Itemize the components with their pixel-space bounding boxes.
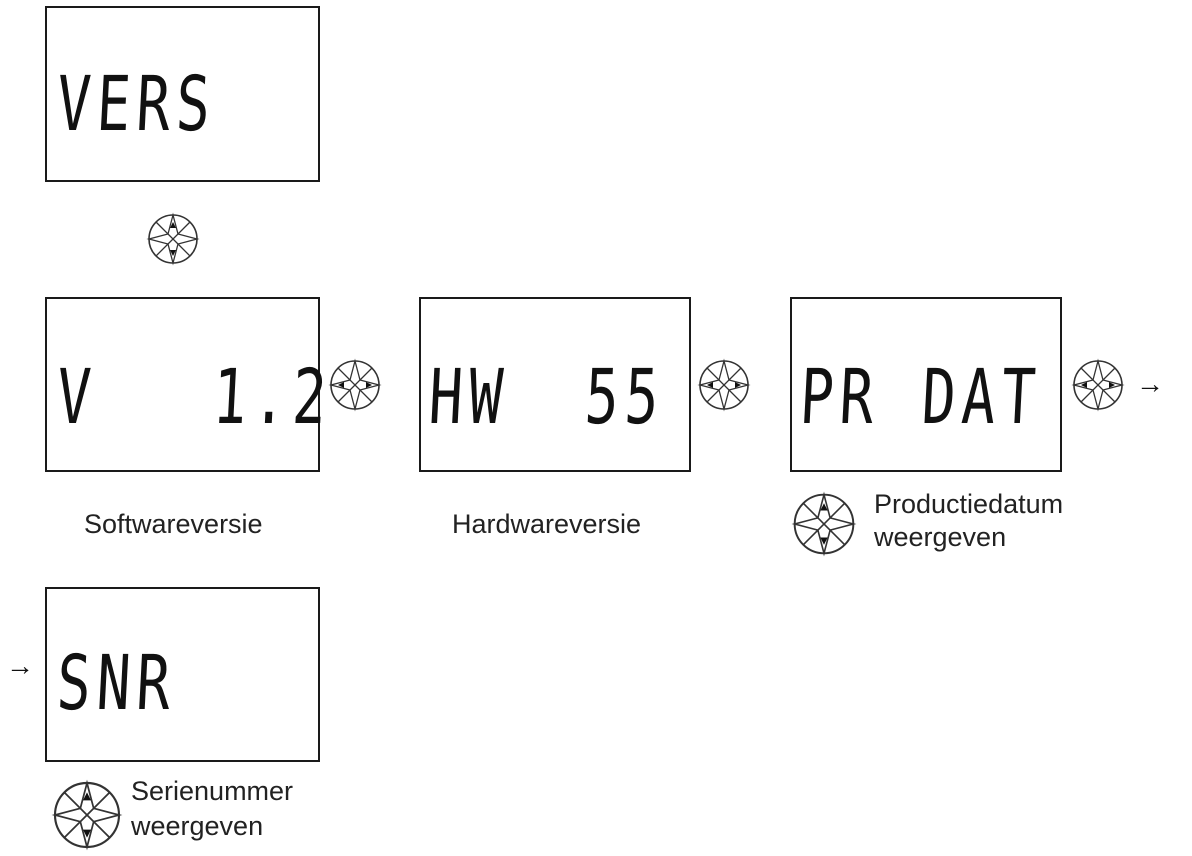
up-down-nav-button-icon[interactable] — [791, 491, 857, 557]
lcd-display-serial-number: SNR — [45, 587, 320, 762]
lcd-text-v: V — [54, 354, 100, 442]
lcd-display-vers: VERS — [45, 6, 320, 182]
continue-arrow-right: → — [1136, 368, 1164, 399]
up-down-nav-button-icon[interactable] — [51, 779, 123, 851]
lcd-text-vers: VERS — [54, 61, 219, 149]
caption-production-weergeven: weergeven — [874, 522, 1007, 552]
caption-productiedatum: Productiedatum — [874, 489, 1064, 519]
lcd-text-pr: PR — [797, 354, 882, 442]
left-right-nav-button-icon[interactable] — [697, 358, 751, 412]
caption-softwareversie: Softwareversie — [84, 509, 263, 539]
lcd-display-production-date: PR DAT — [790, 297, 1062, 472]
lcd-text-hw: HW — [426, 354, 511, 442]
caption-serial-weergeven: weergeven — [131, 811, 264, 841]
lcd-text-hardware-number: 55 — [582, 354, 667, 442]
left-right-nav-button-icon[interactable] — [1071, 358, 1125, 412]
lcd-text-dat: DAT — [919, 354, 1044, 442]
lcd-display-software-version: V 1.2 — [45, 297, 335, 472]
left-right-nav-button-icon[interactable] — [328, 358, 382, 412]
caption-hardwareversie: Hardwareversie — [452, 509, 642, 539]
lcd-display-hardware-version: HW 55 — [419, 297, 691, 472]
lcd-text-software-number: 1.2 — [210, 354, 335, 442]
lcd-text-snr: SNR — [54, 640, 179, 728]
up-down-nav-button-icon[interactable] — [146, 212, 200, 266]
continue-arrow-left: → — [6, 650, 34, 681]
caption-serienummer: Serienummer — [131, 776, 294, 806]
